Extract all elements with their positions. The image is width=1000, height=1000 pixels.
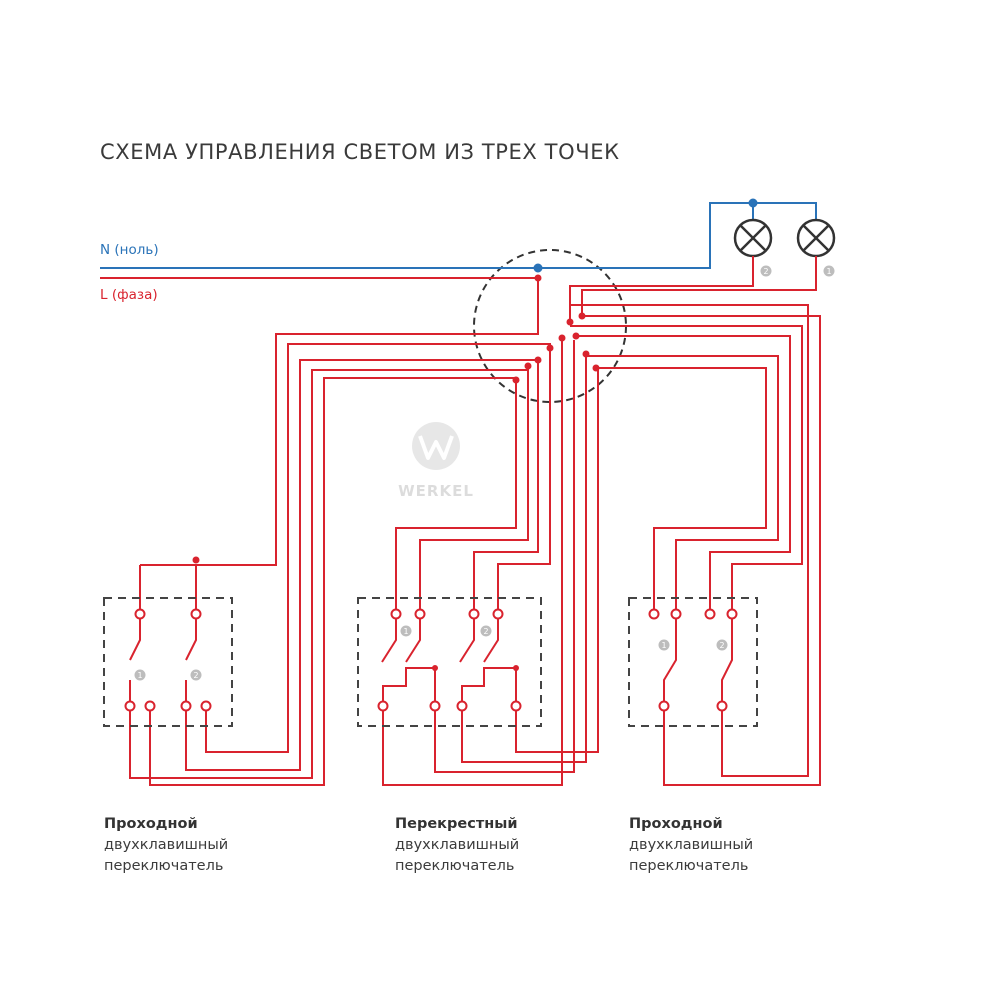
switch-1-type: Проходной xyxy=(104,816,198,832)
switch-3: 1 2 xyxy=(628,597,758,727)
phase-wires xyxy=(100,256,821,786)
switch-2-caption: Перекрестный двухклавишный переключатель xyxy=(395,814,519,877)
neutral-wires xyxy=(100,198,817,273)
switch-1-key-2: 2 xyxy=(193,671,198,680)
switch-1-line2: двухклавишный xyxy=(104,837,229,853)
switch-1-caption: Проходной двухклавишный переключатель xyxy=(104,814,228,877)
switch-2-key-1: 1 xyxy=(403,627,408,636)
werkel-logo: WERKEL xyxy=(398,422,474,500)
lamp-2 xyxy=(733,218,773,258)
phase-label: L (фаза) xyxy=(100,287,158,303)
switch-1: 1 2 xyxy=(103,597,233,727)
switch-3-line2: двухклавишный xyxy=(629,837,754,853)
lamp-numbers: 2 1 xyxy=(760,265,835,277)
lamp-2-number: 2 xyxy=(763,267,768,276)
switch-2: 1 2 xyxy=(357,597,542,727)
werkel-logo-text: WERKEL xyxy=(398,482,474,500)
switch-2-key-2: 2 xyxy=(483,627,488,636)
lamp-1-number: 1 xyxy=(826,267,831,276)
switch-3-key-1: 1 xyxy=(661,641,666,650)
diagram-title: СХЕМА УПРАВЛЕНИЯ СВЕТОМ ИЗ ТРЕХ ТОЧЕК xyxy=(100,140,620,164)
switch-3-caption: Проходной двухклавишный переключатель xyxy=(629,814,753,877)
switch-1-line3: переключатель xyxy=(104,858,224,874)
switch-1-key-1: 1 xyxy=(137,671,142,680)
lamp-1 xyxy=(796,218,836,258)
switch-3-type: Проходной xyxy=(629,816,723,832)
switch-2-line2: двухклавишный xyxy=(395,837,520,853)
switch-2-line3: переключатель xyxy=(395,858,515,874)
neutral-label: N (ноль) xyxy=(100,242,159,258)
switch-2-type: Перекрестный xyxy=(395,816,518,832)
switch-3-key-2: 2 xyxy=(719,641,724,650)
switch-3-line3: переключатель xyxy=(629,858,749,874)
